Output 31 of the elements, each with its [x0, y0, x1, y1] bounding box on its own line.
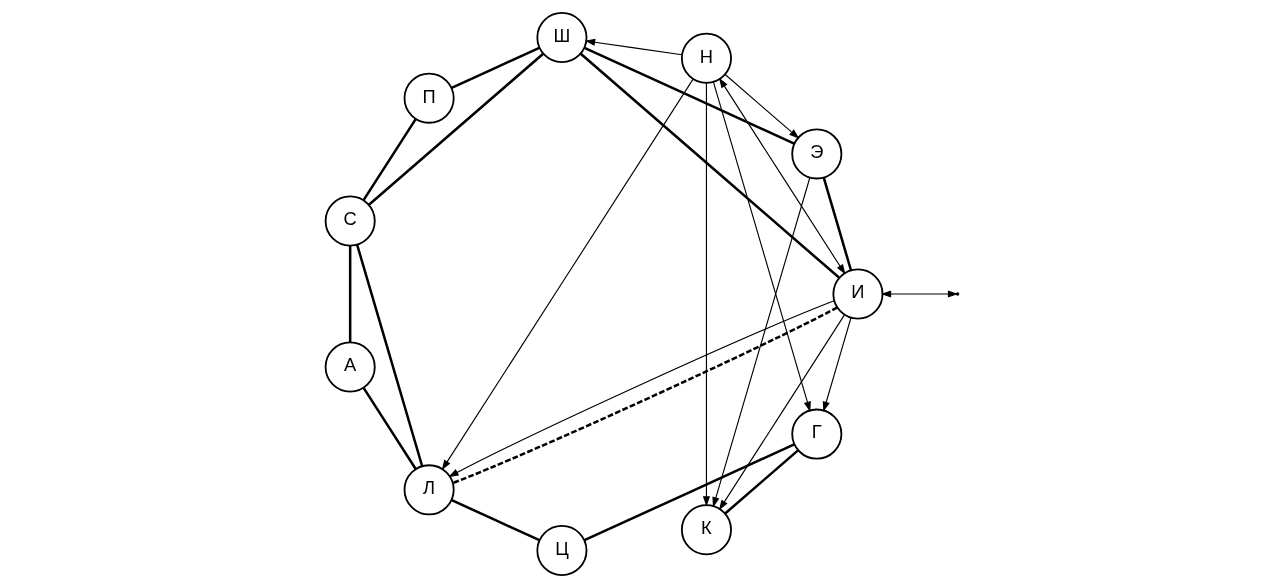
node-circle: К: [680, 504, 732, 556]
node-circle: И: [832, 268, 884, 320]
arrow: [718, 314, 846, 511]
connector: [724, 449, 799, 515]
node-circle: Л: [403, 464, 455, 516]
connector: [583, 443, 795, 542]
arrow: [712, 81, 811, 412]
node-circle: Г: [791, 408, 843, 460]
node-circle: Ц: [536, 525, 588, 576]
connector: [451, 499, 540, 542]
arrow: [441, 78, 694, 471]
connector: [583, 46, 795, 145]
arrow: [712, 177, 811, 508]
connector: [348, 245, 352, 343]
connector: [368, 52, 544, 206]
node-circle: Н: [680, 32, 732, 84]
arrow: [702, 82, 711, 507]
arrow: [584, 38, 683, 56]
node-circle: П: [403, 72, 455, 124]
arrow: [718, 77, 846, 275]
node-circle: А: [324, 341, 376, 393]
arrow: [724, 73, 800, 139]
arrow: [822, 317, 852, 412]
connector: [355, 244, 424, 467]
connector: [822, 177, 853, 271]
connector: [451, 46, 540, 89]
connector: [579, 52, 840, 279]
node-circle: Ш: [536, 12, 588, 63]
connector: [362, 118, 417, 201]
connector: [362, 387, 417, 470]
node-circle: С: [324, 195, 376, 247]
